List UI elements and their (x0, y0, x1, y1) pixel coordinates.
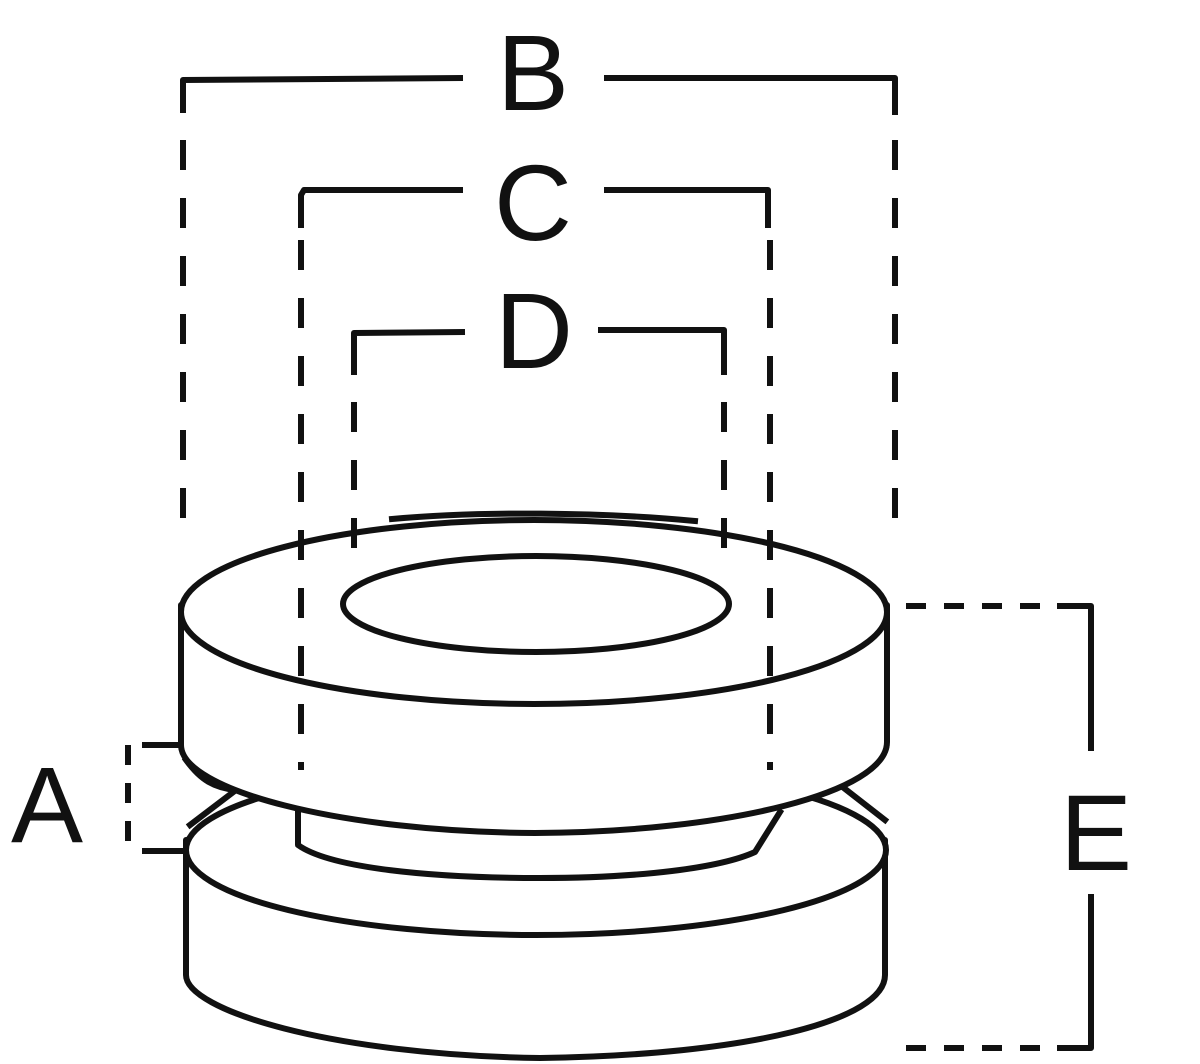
dimension-e-label: E (1060, 772, 1132, 893)
dimension-d: D (351, 270, 727, 570)
dimension-b: B (180, 12, 898, 535)
dimension-d-bore-hint (388, 510, 699, 525)
dimension-d-bracket-right (598, 327, 727, 375)
dimension-a-label: A (11, 744, 83, 865)
dimension-c-bracket-left (298, 187, 463, 228)
upper-ring-hole (340, 553, 732, 655)
dimension-e-bracket-bottom (1057, 894, 1094, 1051)
lower-ring-bore (295, 807, 785, 881)
dimension-e: E (906, 603, 1132, 1051)
dimension-b-label: B (497, 12, 569, 133)
dimension-e-bracket-top (1057, 603, 1094, 751)
dimension-b-bracket-right (604, 75, 898, 115)
dimension-d-label: D (495, 270, 573, 391)
dimension-c-bracket-right (604, 187, 771, 228)
dimension-d-bracket-left (351, 328, 466, 375)
upper-ring (178, 517, 890, 836)
dimension-a: A (11, 742, 189, 865)
dimension-c-label: C (494, 142, 572, 263)
dimension-c: C (298, 142, 773, 770)
dimension-b-bracket-left (180, 74, 464, 113)
